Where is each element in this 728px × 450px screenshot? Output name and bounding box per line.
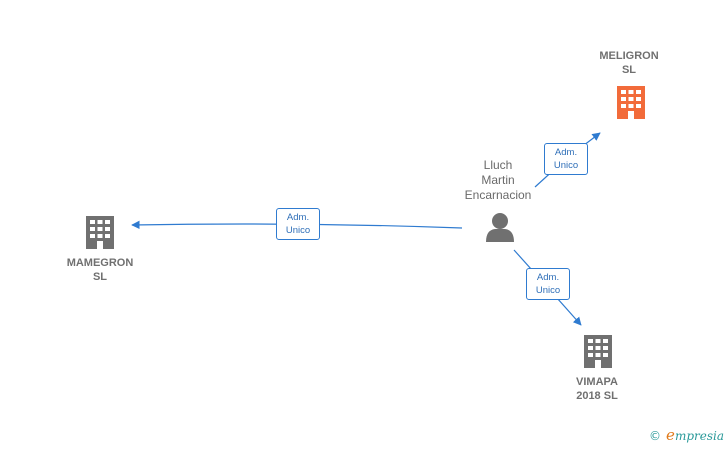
edge-label-line: Unico	[285, 225, 311, 236]
edge-label-vimapa: Adm. Unico	[526, 268, 570, 300]
company-name-line: VIMAPA	[576, 376, 618, 388]
company-label-mamegron[interactable]: MAMEGRON SL	[55, 256, 145, 284]
person-icon[interactable]	[486, 213, 514, 242]
edge-label-line: Unico	[553, 160, 579, 171]
edge-label-line: Adm.	[554, 147, 578, 158]
company-name-line: MELIGRON	[599, 50, 659, 62]
person-name-line: Encarnacion	[464, 188, 532, 202]
company-name-line: SL	[621, 64, 637, 76]
brand-watermark: © empresia	[649, 426, 724, 444]
edge-label-line: Unico	[535, 285, 561, 296]
edge-label-line: Adm.	[286, 212, 310, 223]
brand-name: mpresia	[674, 429, 724, 443]
copyright-icon: ©	[649, 429, 662, 443]
brand-initial: e	[666, 426, 675, 444]
edge-label-line: Adm.	[536, 272, 560, 283]
building-icon[interactable]	[86, 216, 114, 249]
person-label[interactable]: Lluch Martin Encarnacion	[453, 158, 543, 203]
building-icon[interactable]	[617, 86, 645, 119]
company-label-meligron[interactable]: MELIGRON SL	[584, 49, 674, 77]
edge-label-mamegron: Adm. Unico	[276, 208, 320, 240]
person-name-line: Lluch	[483, 158, 513, 172]
edge-label-meligron: Adm. Unico	[544, 143, 588, 175]
company-name-line: SL	[92, 271, 108, 283]
company-label-vimapa[interactable]: VIMAPA 2018 SL	[552, 375, 642, 403]
building-icon[interactable]	[584, 335, 612, 368]
company-name-line: 2018 SL	[576, 390, 618, 402]
person-name-line: Martin	[481, 173, 515, 187]
company-name-line: MAMEGRON	[66, 257, 134, 269]
